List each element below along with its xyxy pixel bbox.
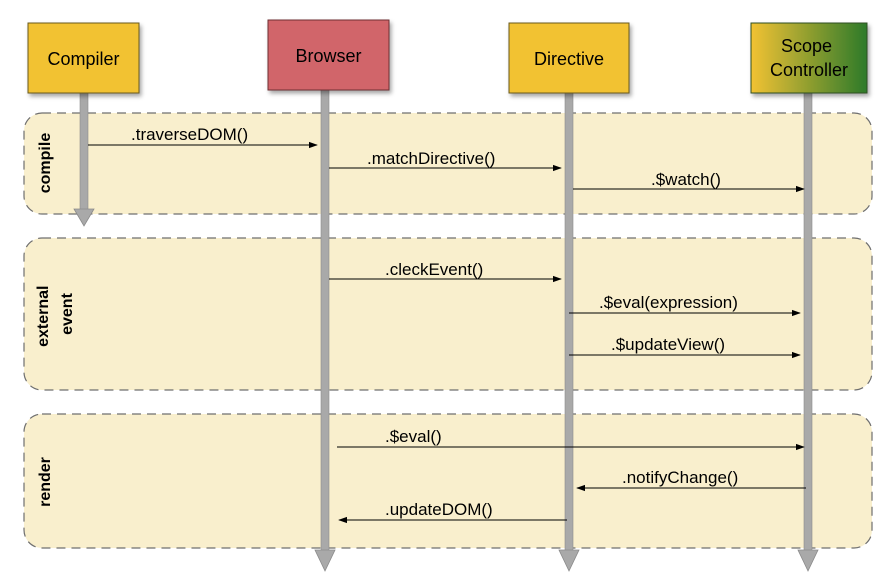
actor-compiler: Compiler: [27, 22, 140, 94]
message-update-view: .$updateView(): [569, 335, 801, 359]
actor-scope-controller: Scope Controller: [750, 22, 868, 94]
lifeline-scope: [797, 92, 819, 572]
message-eval-expression-label: .$eval(expression): [599, 293, 738, 312]
message-watch: .$watch(): [573, 170, 805, 193]
message-check-event-label: .cleckEvent(): [385, 260, 483, 279]
message-notify-change: .notifyChange(): [576, 468, 806, 492]
phase-external-event: external event: [23, 237, 873, 391]
phase-external-event-label: external event: [35, 281, 76, 347]
message-match-directive-label: .matchDirective(): [367, 149, 495, 168]
phase-compile-label: compile: [37, 133, 54, 194]
lifeline-compiler: [73, 92, 95, 227]
actor-browser: Browser: [267, 19, 390, 91]
message-match-directive: .matchDirective(): [329, 149, 562, 172]
message-traverse-dom: .traverseDOM(): [88, 125, 318, 149]
message-notify-change-label: .notifyChange(): [622, 468, 738, 487]
actor-directive-label: Directive: [534, 49, 604, 69]
actor-scope-controller-label: Scope Controller: [770, 36, 848, 80]
actor-browser-box: [267, 19, 390, 91]
phase-external-event-region: [23, 237, 873, 391]
message-update-view-label: .$updateView(): [611, 335, 725, 354]
phase-render: render: [23, 413, 873, 549]
actor-scope-controller-box: [750, 22, 868, 94]
message-eval-expression: .$eval(expression): [569, 293, 801, 317]
message-watch-label: .$watch(): [651, 170, 721, 189]
actor-directive-box: [508, 22, 630, 94]
actor-directive: Directive: [508, 22, 630, 94]
message-check-event: .cleckEvent(): [329, 260, 562, 283]
phase-render-label: render: [37, 457, 54, 507]
message-update-dom-label: .updateDOM(): [385, 500, 493, 519]
actor-browser-label: Browser: [295, 46, 361, 66]
message-update-dom: .updateDOM(): [338, 500, 567, 524]
message-eval: .$eval(): [337, 427, 805, 451]
message-eval-label: .$eval(): [385, 427, 442, 446]
actor-compiler-box: [27, 22, 140, 94]
actor-compiler-label: Compiler: [47, 49, 119, 69]
message-traverse-dom-label: .traverseDOM(): [131, 125, 248, 144]
phase-render-region: [23, 413, 873, 549]
